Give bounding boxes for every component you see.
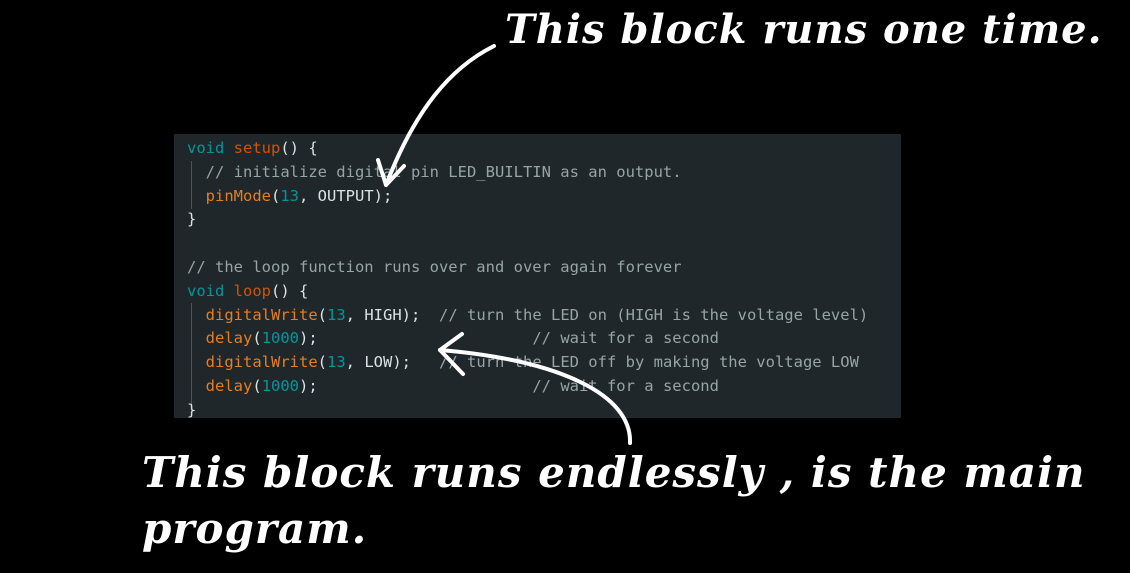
code-token: pinMode [205,186,271,205]
code-line: void loop() { [187,280,868,304]
code-token: 1000 [261,376,300,395]
code-line: } [187,399,868,418]
code-token: ( [317,305,327,324]
code-token: ); [299,376,318,395]
code-token: ( [317,353,327,372]
code-token: void [187,139,225,157]
code-line: // the loop function runs over and over … [187,256,868,280]
code-token: void [187,281,225,300]
code-token: 13 [327,353,346,372]
code-token: 1000 [261,329,300,348]
code-token: // turn the LED off by making the voltag… [439,353,859,372]
code-line: void setup() { [187,137,868,161]
code-token: , OUTPUT); [299,186,393,205]
code-token: } [187,400,197,418]
code-line: // initialize digital pin LED_BUILTIN as… [187,161,868,185]
code-token: // turn the LED on (HIGH is the voltage … [439,305,869,324]
code-line: pinMode(13, OUTPUT); [187,185,868,209]
indent-guide-loop [191,303,192,411]
code-token: () { [280,139,318,157]
code-token: 13 [327,305,346,324]
code-token: ); [299,329,318,348]
code-token: setup [233,139,281,157]
code-token: , HIGH); [345,305,439,324]
code-token: digitalWrite [205,305,318,324]
arrow-to-setup-block [384,44,496,187]
code-token: // initialize digital pin LED_BUILTIN as… [187,162,682,181]
code-token: delay [205,329,253,348]
code-line: digitalWrite(13, LOW); // turn the LED o… [187,351,868,375]
annotation-loop-note-line2: program. [142,504,368,553]
code-line: } [187,208,868,232]
code-token: digitalWrite [205,353,318,372]
code-token: ( [252,376,262,395]
code-token: ( [271,186,281,205]
annotation-loop-note-line1: This block runs endlessly , is the main [142,448,1086,497]
code-token: loop [233,281,271,300]
arrow-to-setup-block-head [376,158,406,187]
code-token: delay [205,376,253,395]
code-lines: void setup() { // initialize digital pin… [187,137,868,418]
annotation-setup-note: This block runs one time. [505,6,1103,53]
code-token: ( [252,329,262,348]
code-token: // wait for a second [317,329,719,348]
code-token: // wait for a second [317,376,719,395]
code-token: , LOW); [345,353,439,372]
code-line: delay(1000); // wait for a second [187,327,868,351]
code-editor-panel[interactable]: void setup() { // initialize digital pin… [174,134,901,418]
code-line: delay(1000); // wait for a second [187,375,868,399]
code-token: () { [271,281,309,300]
code-token: 13 [280,186,300,205]
code-token: // the loop function runs over and over … [187,257,682,276]
arrow-to-loop-block-head [438,332,465,376]
indent-guide-setup [191,161,192,209]
code-token: } [187,210,197,229]
arrow-to-loop-block [438,348,633,445]
code-line: digitalWrite(13, HIGH); // turn the LED … [187,304,869,328]
